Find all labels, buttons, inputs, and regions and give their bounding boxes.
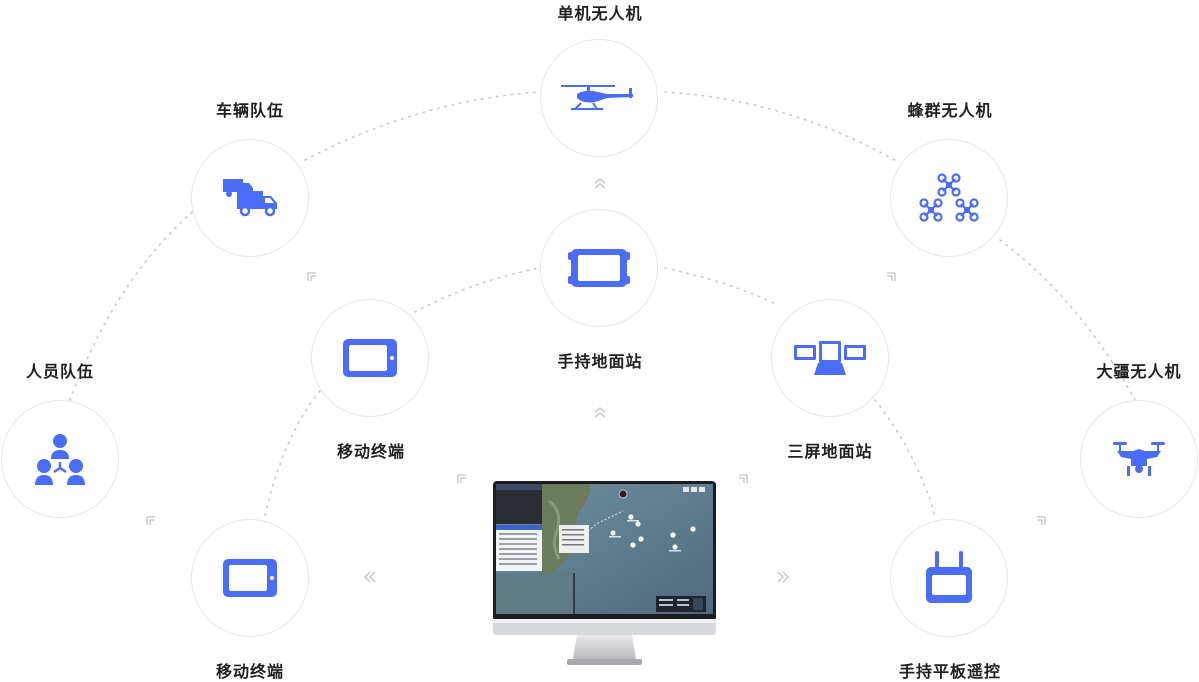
- dji-drone-icon: [1111, 439, 1167, 479]
- node-dji-uav[interactable]: [1080, 400, 1198, 518]
- node-swarm-uav[interactable]: [890, 139, 1008, 257]
- triple-screen-icon: [794, 341, 866, 375]
- middle-arc-top-right: [664, 267, 779, 306]
- chevron-up-left-icon: [307, 272, 316, 281]
- people-group-icon: [32, 431, 88, 487]
- label-mobile-terminal-lower: 移动终端: [215, 662, 285, 681]
- outer-arc-top-right: [664, 91, 899, 163]
- outer-arc-top-left: [304, 91, 541, 161]
- trucks-icon: [219, 177, 281, 219]
- chevron-up-icon: [594, 407, 606, 418]
- chevron-up-right-icon: [1037, 516, 1046, 525]
- label-triple-screen-gcs: 三屏地面站: [787, 442, 873, 461]
- tablet-icon: [342, 338, 398, 378]
- label-mobile-terminal-upper: 移动终端: [336, 442, 406, 461]
- node-single-uav[interactable]: [540, 39, 658, 157]
- label-handheld-tablet-rc: 手持平板遥控: [898, 662, 1002, 681]
- label-swarm-uav: 蜂群无人机: [907, 101, 993, 120]
- chevron-up-left-icon: [457, 474, 466, 483]
- chevron-right-icon: [777, 571, 789, 583]
- chevron-left-icon: [364, 571, 376, 583]
- desktop-monitor: [493, 481, 716, 667]
- label-handheld-gcs: 手持地面站: [557, 352, 643, 371]
- outer-arc-right: [999, 239, 1136, 401]
- chevron-up-right-icon: [887, 272, 896, 281]
- middle-arc-top-left: [414, 267, 541, 313]
- node-personnel-team[interactable]: [1, 400, 119, 518]
- middle-arc-left: [264, 384, 326, 516]
- chevron-up-left-icon: [146, 516, 155, 525]
- chevron-up-icon: [594, 178, 606, 189]
- tablet-icon: [222, 558, 278, 598]
- node-triple-screen-gcs[interactable]: [771, 299, 889, 417]
- label-single-uav: 单机无人机: [557, 4, 643, 23]
- middle-arc-right: [874, 399, 936, 516]
- label-vehicle-team: 车辆队伍: [215, 101, 285, 120]
- node-mobile-terminal-upper[interactable]: [311, 299, 429, 417]
- node-handheld-gcs[interactable]: [540, 209, 658, 327]
- remote-controller-icon: [926, 551, 972, 605]
- quadcopter-swarm-icon: [919, 172, 979, 224]
- label-dji-uav: 大疆无人机: [1096, 362, 1182, 381]
- helicopter-drone-icon: [559, 78, 639, 118]
- label-personnel-team: 人员队伍: [25, 362, 95, 381]
- node-mobile-terminal-lower[interactable]: [191, 519, 309, 637]
- chevron-up-right-icon: [739, 474, 748, 483]
- node-vehicle-team[interactable]: [191, 139, 309, 257]
- node-handheld-tablet-rc[interactable]: [890, 519, 1008, 637]
- rugged-tablet-icon: [568, 246, 630, 290]
